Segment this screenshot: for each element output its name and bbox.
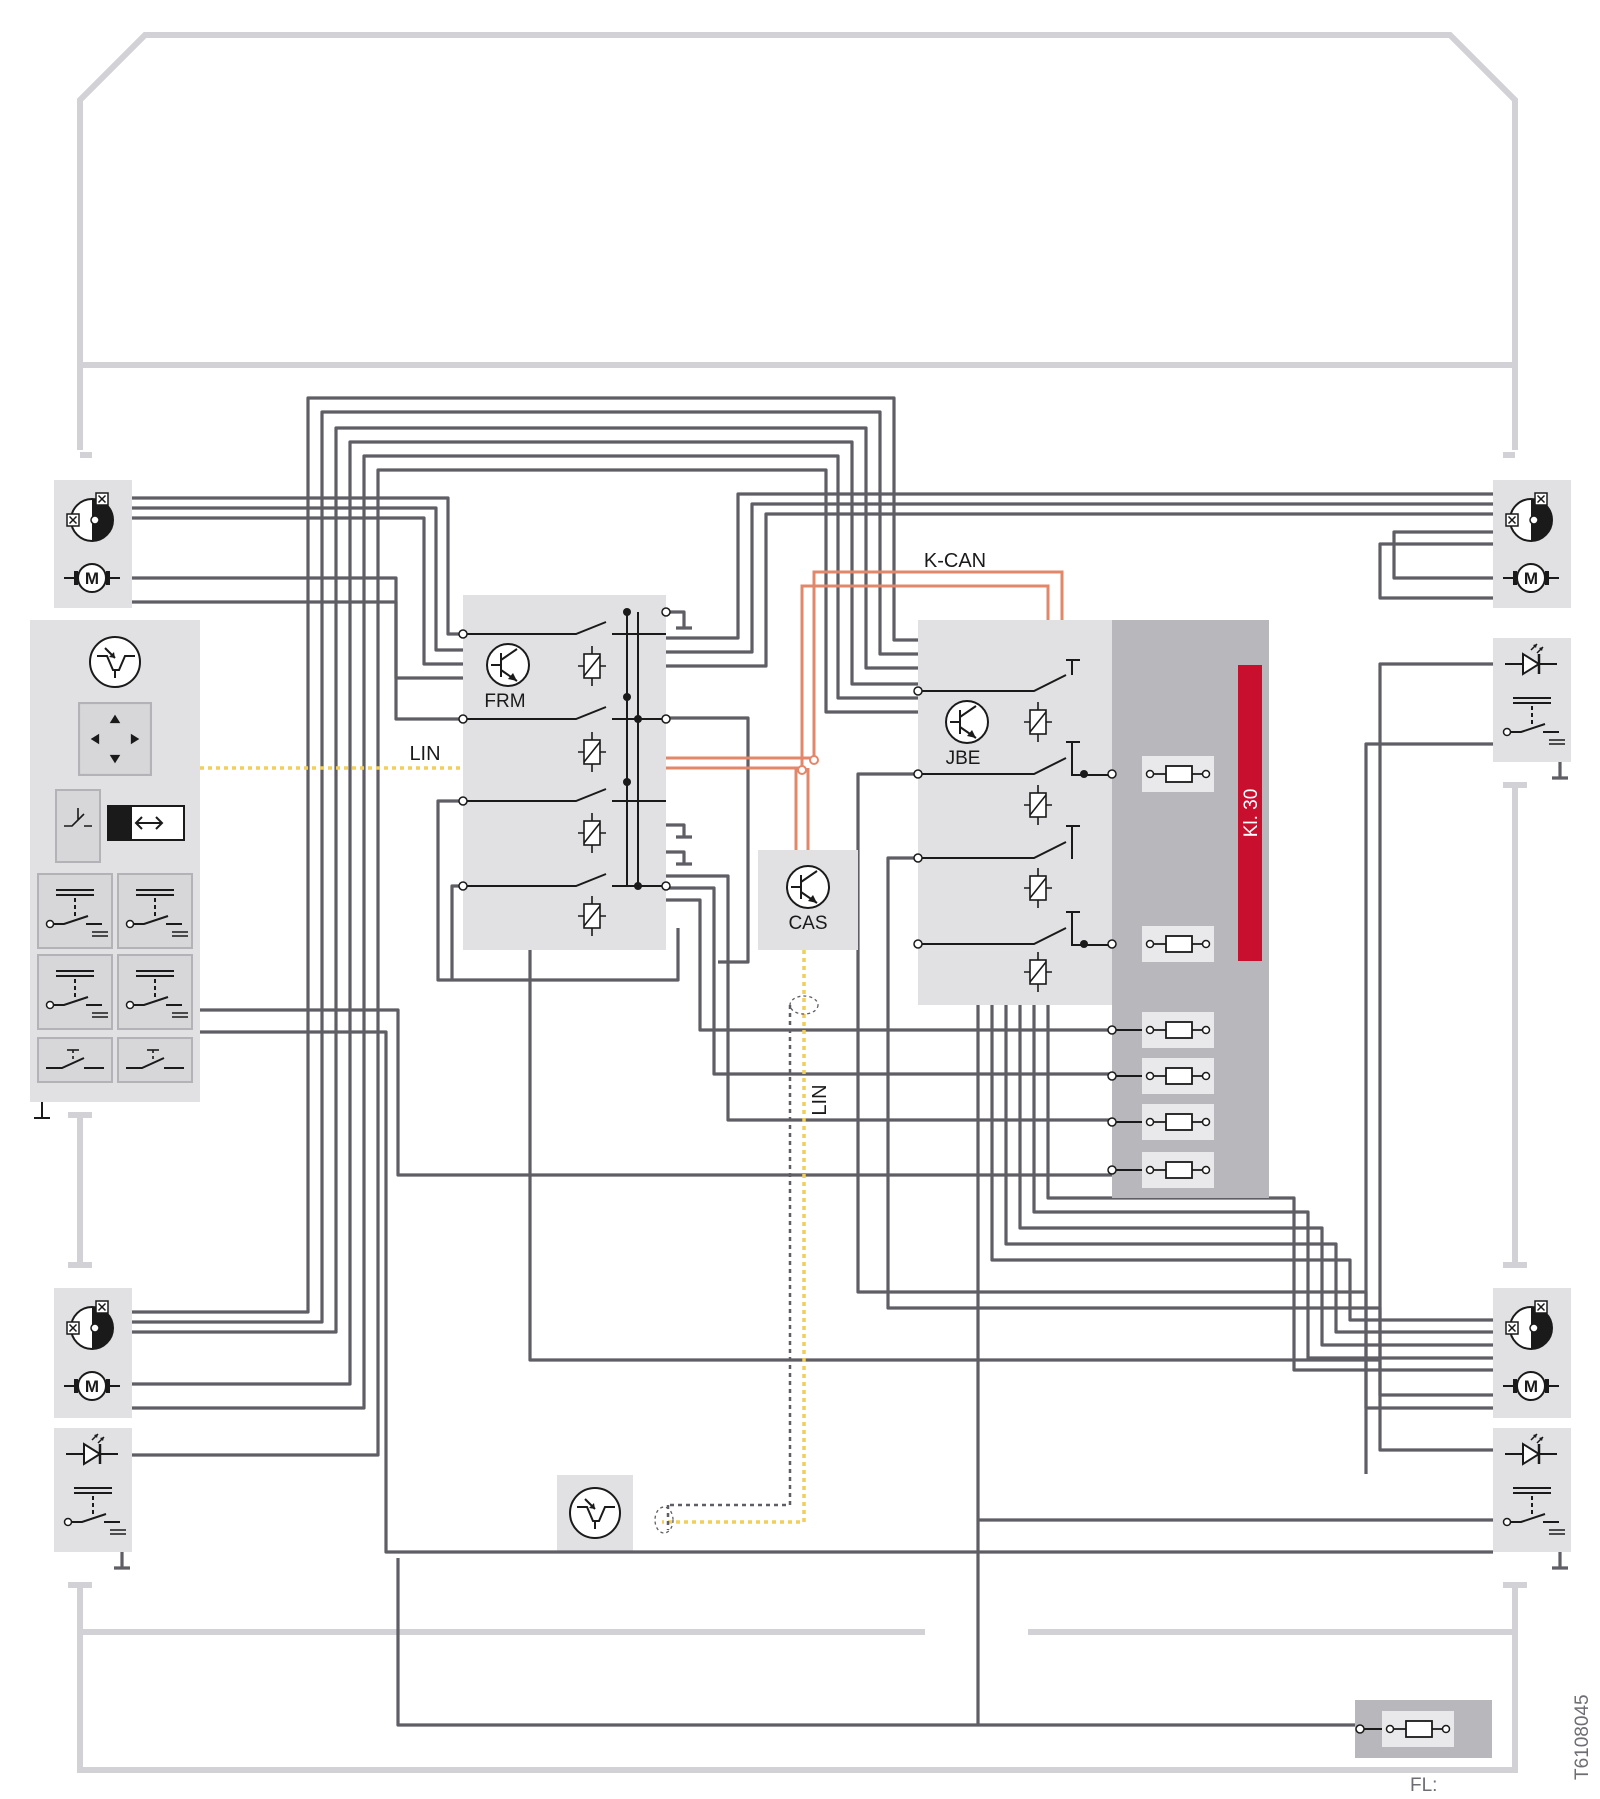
- reference-code: T6108045: [1572, 1694, 1593, 1780]
- door-module-front-right: [1493, 480, 1571, 608]
- cas-module: CAS: [758, 850, 858, 950]
- fuse-icon: [1382, 1711, 1454, 1747]
- cas-label: CAS: [788, 913, 827, 934]
- fuse-icon: [1142, 1058, 1214, 1094]
- fuse-icon: [1142, 1012, 1214, 1048]
- kl30-label: Kl. 30: [1241, 789, 1262, 838]
- led-contact-module-front-right: [1493, 638, 1571, 762]
- transistor-icon: [486, 643, 530, 687]
- fuse-icon: [1142, 1152, 1214, 1188]
- wiring-harness: [114, 396, 1568, 1727]
- led-contact-module-rear-left: [54, 1428, 132, 1552]
- vehicle-body-outline: [68, 32, 1527, 1773]
- lin-label-upper: LIN: [409, 743, 440, 765]
- driver-switch-cluster: [30, 620, 200, 1119]
- lin-label-lower: LIN: [809, 1084, 831, 1115]
- switch-icon: [64, 808, 92, 827]
- kl30-bus-bar: [1238, 665, 1262, 961]
- jbe-module: JBE Kl. 30: [913, 620, 1269, 1198]
- frm-label: FRM: [484, 691, 525, 712]
- door-module-front-left: [54, 480, 132, 608]
- k-can-label: K-CAN: [924, 550, 986, 572]
- transistor-icon: [945, 700, 989, 744]
- fuse-icon: [1142, 1104, 1214, 1140]
- tailgate-hall-sensor-module: [557, 1475, 633, 1551]
- door-module-rear-left: [54, 1288, 132, 1418]
- jbe-label: JBE: [946, 748, 981, 769]
- fuse-icon: [1142, 756, 1214, 792]
- lin-bus: [200, 766, 806, 1524]
- led-contact-module-rear-right: [1493, 1428, 1571, 1552]
- direction-pad-icon: [78, 702, 152, 776]
- fuse-icon: [1142, 926, 1214, 962]
- hall-sensor-icon: [89, 636, 141, 688]
- k-can-bus: [666, 570, 1064, 850]
- frm-module: FRM: [458, 595, 671, 950]
- door-module-rear-right: [1493, 1288, 1571, 1418]
- hall-sensor-icon: [569, 1487, 621, 1539]
- transistor-icon: [786, 865, 830, 909]
- switch-grid: [37, 873, 193, 1083]
- fl-label: FL:: [1410, 1775, 1437, 1796]
- fuse-box-fl: [1355, 1700, 1492, 1758]
